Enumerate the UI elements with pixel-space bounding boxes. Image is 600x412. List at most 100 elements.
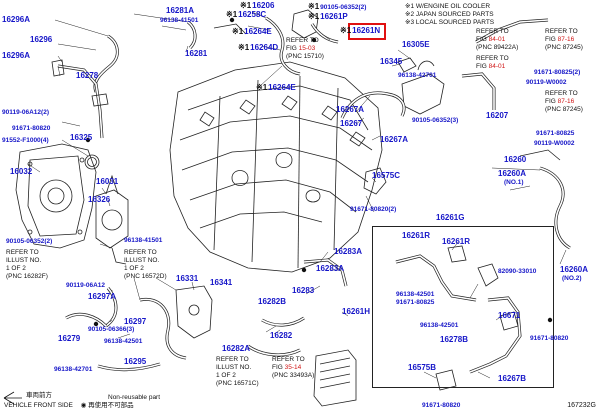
part-label-16671[interactable]: 16671 (498, 312, 520, 320)
part-label-16296[interactable]: 16296 (30, 36, 52, 44)
part-label-16282a[interactable]: 16282A (222, 345, 250, 353)
part-label-16296a[interactable]: 16296A (2, 16, 30, 24)
part-number-text: 16261N (352, 26, 381, 35)
refer-fig-link[interactable]: 35-14 (284, 364, 302, 371)
part-label-16278b[interactable]: 16278B (440, 336, 468, 344)
part-label-96138-42501[interactable]: 96138-42501 (104, 338, 142, 346)
part-label--no-2-[interactable]: (NO.2) (562, 275, 582, 283)
part-label-16297a[interactable]: 16297A (88, 293, 116, 301)
part-label-16267[interactable]: 16267 (340, 120, 362, 128)
part-label-96138-42701[interactable]: 96138-42701 (398, 72, 436, 80)
part-label-16264e[interactable]: ※116264E (256, 84, 296, 92)
part-label-16296a[interactable]: 16296A (2, 52, 30, 60)
part-label-91671-80825[interactable]: 91671-80825 (396, 299, 434, 307)
part-label-16283a[interactable]: 16283A (316, 265, 344, 273)
part-label-16282[interactable]: 16282 (270, 332, 292, 340)
part-number-text: 16279 (58, 334, 81, 343)
part-label-91671-80820-2-[interactable]: 91671-80820(2) (350, 206, 396, 214)
part-label-16283[interactable]: 16283 (292, 287, 314, 295)
part-label-16261r[interactable]: 16261R (442, 238, 470, 246)
refer-fig-link[interactable]: 84-01 (488, 63, 506, 70)
part-label-16281a[interactable]: 16281A (166, 7, 194, 15)
part-label--no-1-[interactable]: (NO.1) (504, 179, 524, 187)
part-label-96138-41501[interactable]: 96138-41501 (124, 237, 162, 245)
part-label-16267a[interactable]: 16267A (336, 106, 364, 114)
part-label-16279[interactable]: 16279 (58, 335, 80, 343)
part-label-16261h[interactable]: 16261H (342, 308, 370, 316)
part-label-91671-80825-2-[interactable]: 91671-80825(2) (534, 69, 580, 77)
part-label-16305e[interactable]: 16305E (402, 41, 430, 49)
part-label-16261p[interactable]: ※116261P (308, 13, 348, 21)
part-label-91671-80820[interactable]: 91671-80820 (422, 402, 460, 410)
part-label-16264e[interactable]: ※116264E (232, 28, 272, 36)
part-label-90105-06352-2-[interactable]: 90105-06352(2) (6, 238, 52, 246)
part-number-text: 16267B (498, 374, 527, 383)
part-label-16260a[interactable]: 16260A (560, 266, 588, 274)
part-label-91671-80825[interactable]: 91671-80825 (536, 130, 574, 138)
part-label-16261n[interactable]: ※116261N (340, 27, 380, 35)
part-label-96138-42501[interactable]: 96138-42501 (420, 322, 458, 330)
part-label-90105-06352-2-[interactable]: ※190105-06352(2) (308, 3, 366, 12)
part-label-16575b[interactable]: 16575B (408, 364, 436, 372)
part-label-16267a[interactable]: 16267A (380, 136, 408, 144)
part-label-16283a[interactable]: 16283A (334, 248, 362, 256)
refer-fig-link[interactable]: 84-01 (488, 36, 506, 43)
part-label-16032[interactable]: 16032 (10, 168, 32, 176)
part-label-96138-42501[interactable]: 96138-42501 (396, 291, 434, 299)
part-number-text: 16267A (336, 105, 365, 114)
refer-line: FIG (545, 98, 558, 105)
part-label-16331[interactable]: 16331 (176, 275, 198, 283)
part-label-16258c[interactable]: ※116258C (226, 11, 266, 19)
part-label-16297[interactable]: 16297 (124, 318, 146, 326)
part-label-16278[interactable]: 16278 (76, 72, 98, 80)
highlight-16261N (348, 23, 386, 40)
part-number-text: 91552-F1000(4) (2, 137, 49, 144)
part-label-82090-33010[interactable]: 82090-33010 (498, 268, 536, 276)
part-label-16267b[interactable]: 16267B (498, 375, 526, 383)
part-label-16575c[interactable]: 16575C (372, 172, 400, 180)
part-label-90105-06366-3-[interactable]: 90105-06366(3) (88, 326, 134, 334)
part-label-16264d[interactable]: ※116264D (238, 44, 278, 52)
part-label-16261r[interactable]: 16261R (402, 232, 430, 240)
refer-fig-link[interactable]: 87-16 (557, 98, 575, 105)
part-label-91671-80820[interactable]: 91671-80820 (12, 125, 50, 133)
variant-mark: ※1 (226, 10, 238, 19)
part-label-91671-80820[interactable]: 91671-80820 (530, 335, 568, 343)
part-label-16260a[interactable]: 16260A (498, 170, 526, 178)
part-label-96138-42701[interactable]: 96138-42701 (54, 366, 92, 374)
refer-fig-link[interactable]: 15-03 (298, 45, 316, 52)
part-label-91552-f1000-4-[interactable]: 91552-F1000(4) (2, 137, 49, 145)
part-label-90105-06352-3-[interactable]: 90105-06352(3) (412, 117, 458, 125)
refer-fig-link[interactable]: 87-16 (557, 36, 575, 43)
part-label-16260[interactable]: 16260 (504, 156, 526, 164)
part-label-90119-w0002[interactable]: 90119-W0002 (534, 140, 574, 148)
part-label-96138-41501[interactable]: 96138-41501 (160, 17, 198, 25)
part-label-16206[interactable]: ※116206 (240, 2, 274, 10)
legend-non-reusable: Non-reusable part (108, 394, 160, 402)
part-number-text: 16260A (498, 169, 527, 178)
part-label-90119-06a12-2-[interactable]: 90119-06A12(2) (2, 109, 49, 117)
part-label-16281[interactable]: 16281 (185, 50, 207, 58)
part-label-16325[interactable]: 16325 (70, 134, 92, 142)
part-number-text: 16341 (210, 278, 233, 287)
part-label-90119-06a12[interactable]: 90119-06A12 (66, 282, 105, 290)
part-label-16207[interactable]: 16207 (486, 112, 508, 120)
part-label-16326[interactable]: 16326 (88, 196, 110, 204)
part-label-16341[interactable]: 16341 (210, 279, 232, 287)
part-number-text: 16283A (334, 247, 363, 256)
part-label-16345[interactable]: 16345 (380, 58, 402, 66)
part-label-16282b[interactable]: 16282B (258, 298, 286, 306)
part-label-16031[interactable]: 16031 (96, 178, 118, 186)
part-label-16295[interactable]: 16295 (124, 358, 146, 366)
part-label-90119-w0002[interactable]: 90119-W0002 (526, 79, 566, 87)
